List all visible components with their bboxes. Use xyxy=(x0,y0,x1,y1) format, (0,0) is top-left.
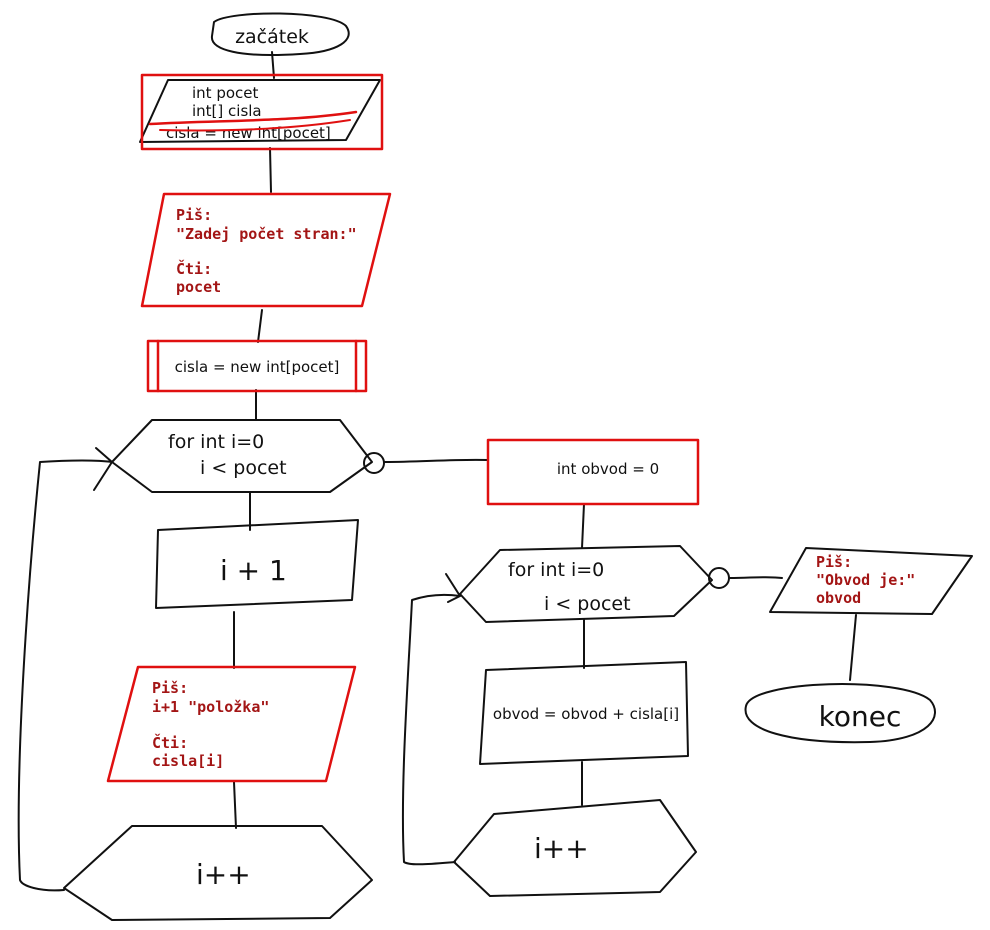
start-shape xyxy=(210,12,350,57)
connector-loop2-exit xyxy=(729,576,783,579)
declarations-strike xyxy=(148,110,358,126)
loop1-shape xyxy=(111,419,373,493)
input-count-read-label: Čti: xyxy=(176,259,212,278)
loop1-line2: i < pocet xyxy=(200,457,287,479)
connector-loop1-exit xyxy=(384,458,489,463)
connector-start-decl xyxy=(271,51,275,79)
connector-output-end xyxy=(849,614,857,681)
output-shape xyxy=(769,547,973,615)
inc2-text: i++ xyxy=(534,832,589,865)
start-label: začátek xyxy=(235,26,309,48)
arrowhead-loop2-back xyxy=(445,573,461,603)
loop2-node: for int i=0 i < pocet xyxy=(459,545,730,623)
declarations-line3: cisla = new int[pocet] xyxy=(166,124,331,142)
declarations-line2: int[] cisla xyxy=(192,102,262,120)
connector-loop1-back xyxy=(17,459,113,892)
input-items-shape xyxy=(106,665,357,783)
calc1-text: i + 1 xyxy=(220,554,287,587)
input-count-write-text: "Zadej počet stran:" xyxy=(176,225,357,243)
loop2-exit-circle xyxy=(708,567,730,589)
input-items-write-label: Piš: xyxy=(152,679,188,697)
init-obvod-shape xyxy=(486,438,700,506)
declarations-hand-shape xyxy=(139,79,381,143)
sum-node: obvod = obvod + cisla[i] xyxy=(479,661,689,765)
declarations-line1: int pocet xyxy=(192,84,258,102)
loop2-line2: i < pocet xyxy=(544,593,631,615)
connectors xyxy=(17,51,857,892)
loop1-line1: for int i=0 xyxy=(168,431,264,453)
loop1-node: for int i=0 i < pocet xyxy=(111,419,385,493)
connector-input-items-inc1 xyxy=(233,781,237,829)
init-obvod-text: int obvod = 0 xyxy=(557,460,659,478)
input-count-shape xyxy=(140,192,392,308)
end-shape xyxy=(744,683,936,744)
input-items-write-text: i+1 "položka" xyxy=(152,698,269,716)
loop2-line1: for int i=0 xyxy=(508,559,604,581)
end-label: konec xyxy=(819,700,902,733)
connector-input-alloc xyxy=(257,309,263,343)
inc1-text: i++ xyxy=(196,858,251,891)
connector-decl-input xyxy=(269,147,272,193)
start-node: začátek xyxy=(210,12,350,57)
declarations-highlight xyxy=(140,73,384,151)
input-items-read-text: cisla[i] xyxy=(152,752,224,770)
arrowhead-loop1-back xyxy=(93,447,113,491)
allocation-text: cisla = new int[pocet] xyxy=(175,358,340,376)
input-count-node: Piš: "Zadej počet stran:" Čti: pocet xyxy=(140,192,392,308)
inc1-shape xyxy=(63,825,373,921)
output-node: Piš: "Obvod je:" obvod xyxy=(769,547,973,615)
calc1-shape xyxy=(155,519,359,609)
sum-text: obvod = obvod + cisla[i] xyxy=(493,705,679,723)
connector-loop2-back xyxy=(401,593,461,866)
input-items-read-label: Čti: xyxy=(152,733,188,752)
output-write-label: Piš: xyxy=(816,553,852,571)
loop2-shape xyxy=(459,545,713,623)
allocation-node: cisla = new int[pocet] xyxy=(146,339,368,393)
inc2-node: i++ xyxy=(453,799,697,897)
end-node: konec xyxy=(744,683,936,744)
inc1-node: i++ xyxy=(63,825,373,921)
input-items-node: Piš: i+1 "položka" Čti: cisla[i] xyxy=(106,665,357,783)
declarations-strike-2 xyxy=(159,119,351,132)
declarations-node: int pocet int[] cisla cisla = new int[po… xyxy=(139,73,384,151)
loop1-exit-circle xyxy=(363,452,385,474)
allocation-outer xyxy=(146,339,368,393)
connector-init-loop2 xyxy=(581,503,585,549)
input-count-write-label: Piš: xyxy=(176,206,212,224)
output-read-text: obvod xyxy=(816,589,861,607)
calc1-node: i + 1 xyxy=(155,519,359,609)
init-obvod-node: int obvod = 0 xyxy=(486,438,700,506)
input-count-read-text: pocet xyxy=(176,278,221,296)
sum-shape xyxy=(479,661,689,765)
inc2-shape xyxy=(453,799,697,897)
output-write-text: "Obvod je:" xyxy=(816,571,915,589)
